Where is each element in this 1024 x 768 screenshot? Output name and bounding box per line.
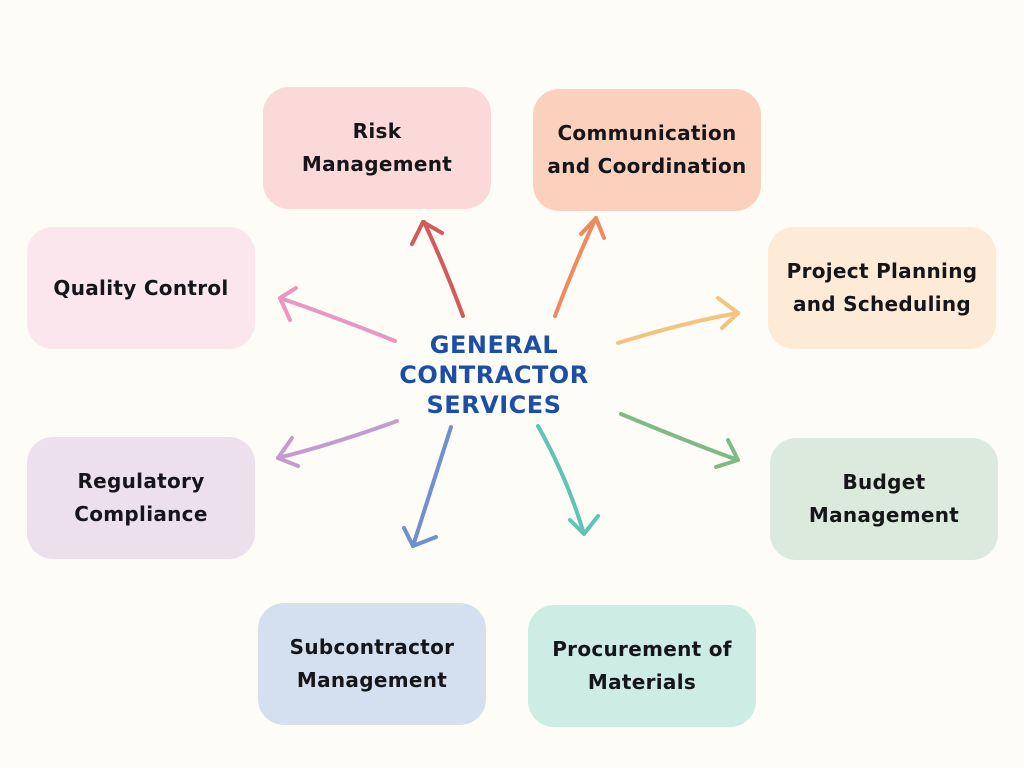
arrow-budget: [619, 412, 740, 469]
service-label: Communication and Coordination: [547, 121, 747, 178]
service-box-budget-management: Budget Management: [770, 438, 998, 560]
service-label: Subcontractor Management: [289, 635, 455, 692]
service-label: Project Planning and Scheduling: [786, 259, 978, 316]
service-label: Regulatory Compliance: [74, 469, 208, 526]
arrow-reg: [276, 419, 399, 468]
service-label: Quality Control: [53, 275, 229, 300]
service-box-risk-management: Risk Management: [263, 87, 491, 209]
service-box-quality-control: Quality Control: [27, 227, 255, 349]
arrow-risk: [410, 220, 465, 318]
service-box-subcontractor-management: Subcontractor Management: [258, 603, 486, 725]
arrow-sub: [402, 425, 453, 548]
center-title-line-1: GENERAL: [429, 331, 559, 359]
service-label: Procurement of Materials: [552, 637, 732, 694]
service-box-communication-coordination: Communication and Coordination: [533, 89, 761, 211]
center-title-line-3: SERVICES: [426, 391, 562, 419]
service-box-regulatory-compliance: Regulatory Compliance: [27, 437, 255, 559]
arrow-proc: [536, 424, 600, 536]
service-box-project-planning: Project Planning and Scheduling: [768, 227, 996, 349]
service-box-procurement: Procurement of Materials: [528, 605, 756, 727]
arrow-plan: [616, 296, 740, 345]
arrow-comm: [553, 216, 606, 318]
service-label: Risk Management: [301, 119, 453, 176]
center-title: GENERAL CONTRACTOR SERVICES: [394, 330, 594, 420]
center-title-line-2: CONTRACTOR: [399, 361, 589, 389]
service-label: Budget Management: [808, 470, 960, 527]
arrow-qc: [278, 286, 397, 343]
